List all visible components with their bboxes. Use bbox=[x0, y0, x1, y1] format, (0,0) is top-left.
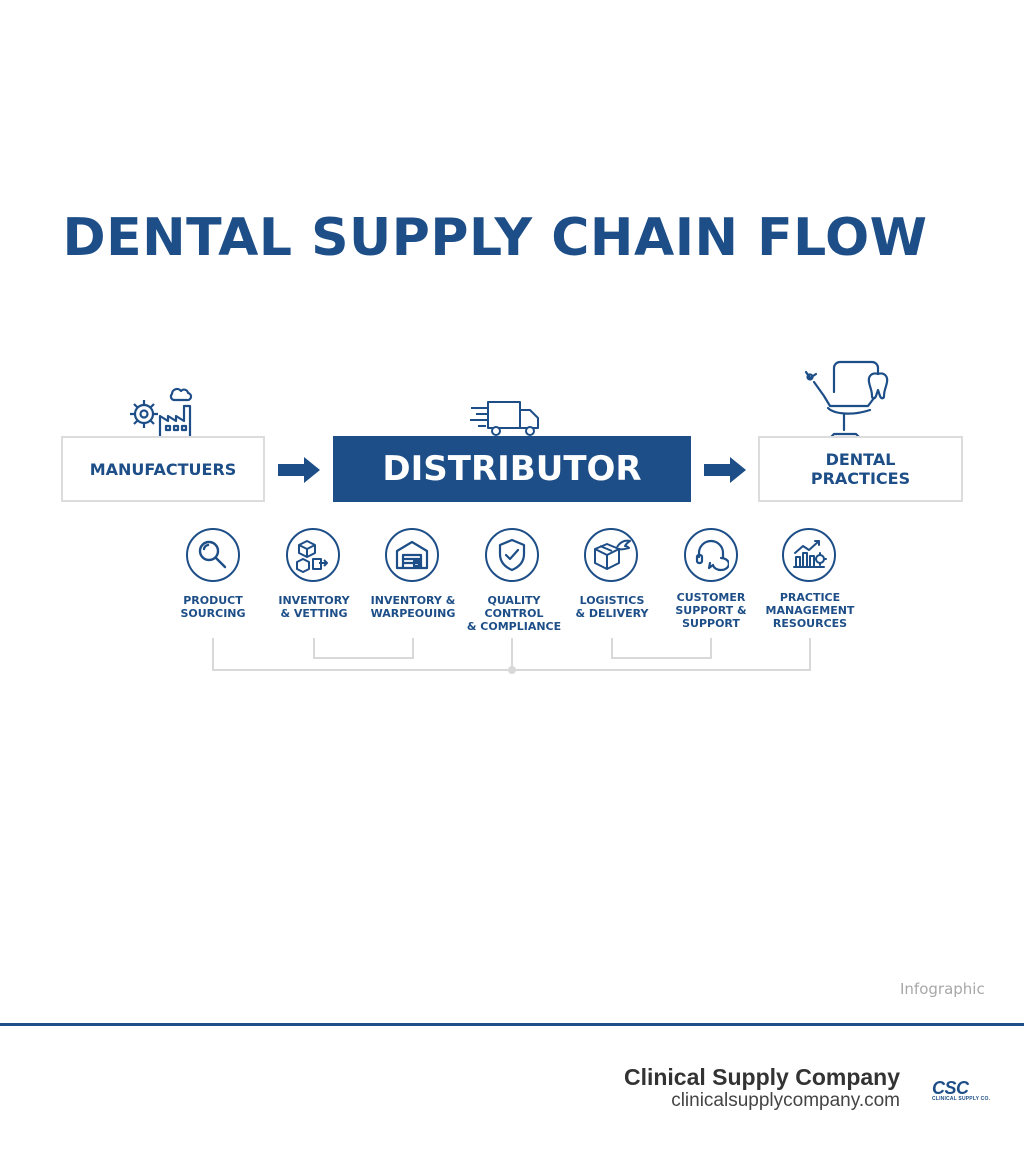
company-name: Clinical Supply Company bbox=[623, 1064, 900, 1090]
practices-label-line1: DENTAL bbox=[825, 450, 896, 469]
step-quality-control bbox=[485, 528, 539, 582]
factory-gear-icon bbox=[130, 387, 193, 440]
step-logistics-delivery bbox=[584, 528, 638, 582]
logo-mark: CSC bbox=[932, 1078, 969, 1098]
company-logo: CSC CLINICAL SUPPLY CO. bbox=[932, 1078, 992, 1102]
shield-check-icon bbox=[498, 538, 526, 572]
magnifier-icon bbox=[198, 540, 227, 569]
manufacturers-box: MANUFACTUERS bbox=[61, 436, 265, 502]
step-label: LOGISTICS& DELIVERY bbox=[575, 594, 649, 620]
headset-icon bbox=[695, 539, 729, 572]
dental-practices-box: DENTAL PRACTICES bbox=[758, 436, 963, 502]
step-label: INVENTORY& VETTING bbox=[278, 594, 350, 620]
manufacturers-label: MANUFACTUERS bbox=[89, 459, 237, 479]
infographic-tag: Infographic bbox=[900, 980, 985, 998]
growth-chart-icon bbox=[793, 540, 827, 568]
practices-label-line2: PRACTICES bbox=[810, 469, 911, 488]
step-customer-support bbox=[684, 528, 738, 582]
step-inventory-warehousing bbox=[385, 528, 439, 582]
arrow-right-icon bbox=[278, 457, 320, 483]
step-label: INVENTORY &WARPEOUING bbox=[370, 594, 456, 620]
distributor-box: DISTRIBUTOR bbox=[333, 436, 691, 502]
winged-box-icon bbox=[594, 539, 631, 570]
logo-subtitle: CLINICAL SUPPLY CO. bbox=[932, 1096, 991, 1102]
footer-divider bbox=[0, 1023, 1024, 1026]
delivery-truck-icon bbox=[470, 401, 539, 436]
step-practice-management bbox=[782, 528, 836, 582]
connector-lines bbox=[212, 638, 811, 674]
warehouse-icon bbox=[395, 540, 429, 570]
boxes-icon bbox=[296, 540, 328, 573]
company-url[interactable]: clinicalsupplycompany.com bbox=[671, 1090, 900, 1111]
step-label: QUALITY CONTROL& COMPLIANCE bbox=[466, 594, 562, 633]
dental-chair-tooth-icon bbox=[804, 360, 889, 440]
step-product-sourcing bbox=[186, 528, 240, 582]
distributor-label: DISTRIBUTOR bbox=[382, 449, 642, 489]
arrow-right-icon bbox=[704, 457, 746, 483]
step-inventory-vetting bbox=[286, 528, 340, 582]
page-title: DENTAL SUPPLY CHAIN FLOW bbox=[62, 208, 928, 268]
